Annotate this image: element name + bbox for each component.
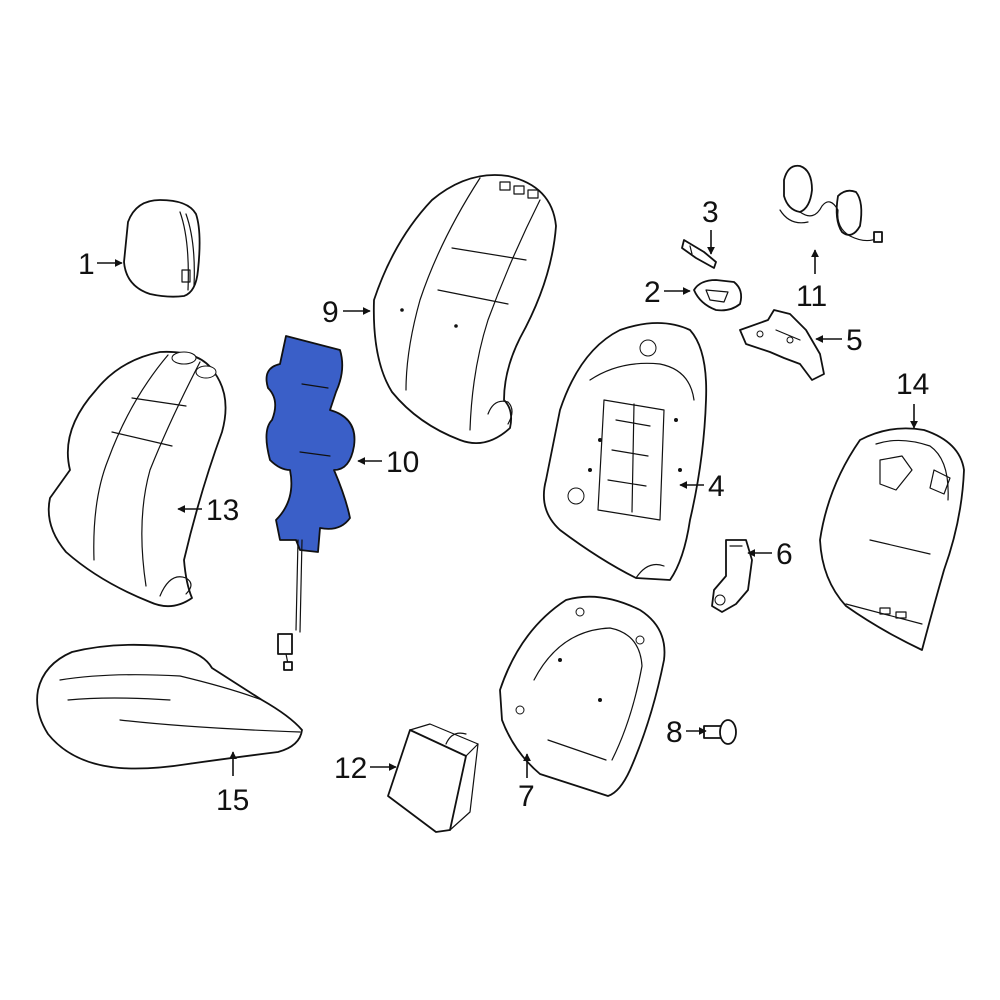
part-10-seat-heater[interactable] <box>265 335 356 671</box>
part-4-seatback-frame[interactable] <box>542 322 708 581</box>
part-13-seatback-cover[interactable] <box>47 350 227 608</box>
callout-label-6: 6 <box>776 538 793 571</box>
part-7-seat-frame[interactable] <box>499 595 666 797</box>
part-1-headrest[interactable] <box>123 199 201 298</box>
callout-label-13: 13 <box>206 494 239 527</box>
part-9-seatback-trim[interactable] <box>372 174 557 444</box>
callout-6: 6 <box>747 538 793 571</box>
callout-label-2: 2 <box>644 276 661 309</box>
callout-1: 1 <box>78 248 123 281</box>
callout-label-14: 14 <box>896 368 929 401</box>
part-14-back-panel[interactable] <box>819 427 965 651</box>
callout-9: 9 <box>322 296 371 329</box>
callout-8: 8 <box>666 716 707 749</box>
callout-12: 12 <box>334 752 397 785</box>
callout-2: 2 <box>644 276 691 309</box>
part-2-bezel[interactable] <box>693 279 743 312</box>
callout-14: 14 <box>896 368 929 429</box>
callout-label-3: 3 <box>702 196 719 229</box>
callout-label-12: 12 <box>334 752 367 785</box>
part-15-seat-cushion[interactable] <box>36 643 303 770</box>
callout-label-15: 15 <box>216 784 249 817</box>
callout-label-11: 11 <box>796 280 827 313</box>
callout-11: 11 <box>796 249 827 313</box>
part-6-latch[interactable] <box>711 539 753 613</box>
callout-13: 13 <box>177 494 239 527</box>
part-12-module[interactable] <box>387 723 479 833</box>
callout-label-1: 1 <box>78 248 95 281</box>
callout-7: 7 <box>518 753 535 813</box>
callout-4: 4 <box>679 470 725 503</box>
callout-label-9: 9 <box>322 296 339 329</box>
part-3-clip[interactable] <box>681 239 717 269</box>
part-5-bracket[interactable] <box>739 309 825 381</box>
callout-label-8: 8 <box>666 716 683 749</box>
part-8-bolt[interactable] <box>703 719 737 745</box>
part-11-harness[interactable] <box>779 164 883 243</box>
callout-10: 10 <box>357 446 419 479</box>
callout-3: 3 <box>702 196 719 255</box>
callout-label-5: 5 <box>846 324 863 357</box>
callout-label-4: 4 <box>708 470 725 503</box>
callout-15: 15 <box>216 751 249 817</box>
callout-label-10: 10 <box>386 446 419 479</box>
callout-label-7: 7 <box>518 780 535 813</box>
callout-5: 5 <box>815 324 863 357</box>
